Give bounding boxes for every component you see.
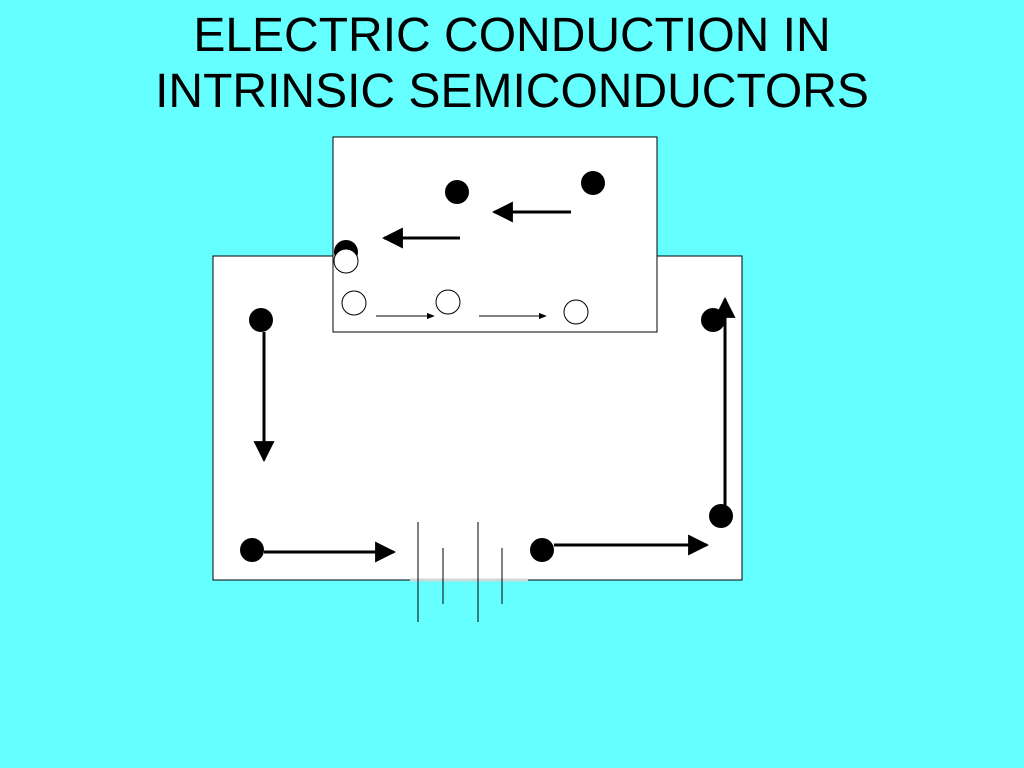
title-line-2: INTRINSIC SEMICONDUCTORS <box>155 65 869 118</box>
semiconductor-block <box>332 136 658 333</box>
hole <box>435 289 461 315</box>
electron <box>709 504 733 528</box>
electron <box>581 171 605 195</box>
title-line-1: ELECTRIC CONDUCTION IN <box>193 9 831 62</box>
hole <box>563 299 589 325</box>
electron <box>701 308 725 332</box>
slide-title: ELECTRIC CONDUCTION IN INTRINSIC SEMICON… <box>0 8 1024 120</box>
electron <box>530 538 554 562</box>
electron <box>445 180 469 204</box>
hole <box>341 290 367 316</box>
hole <box>333 248 359 274</box>
electron <box>249 308 273 332</box>
electron <box>240 538 264 562</box>
battery <box>417 522 503 622</box>
